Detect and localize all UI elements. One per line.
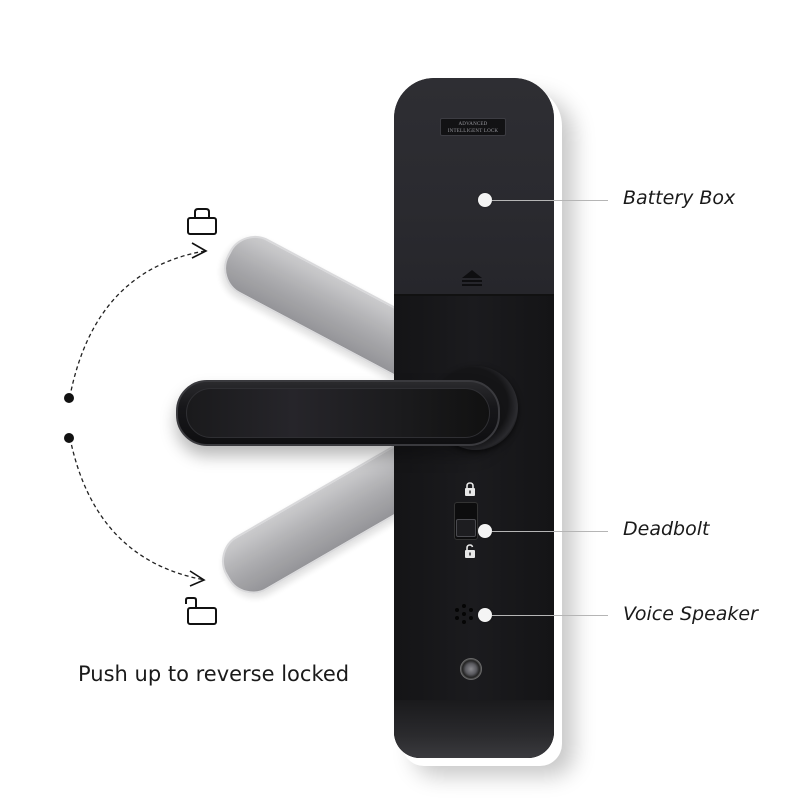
callout-dot-speaker bbox=[478, 608, 492, 622]
brand-plate: ADVANCED INTELLIGENT LOCK bbox=[440, 118, 506, 136]
lock-open-icon bbox=[185, 597, 217, 625]
battery-cover[interactable]: ADVANCED INTELLIGENT LOCK bbox=[394, 78, 554, 296]
callout-dot-battery bbox=[478, 193, 492, 207]
speaker-grille-icon bbox=[455, 604, 473, 624]
reset-button-icon[interactable] bbox=[460, 658, 482, 680]
deadbolt-thumb[interactable] bbox=[456, 519, 476, 537]
rotation-caption: Push up to reverse locked bbox=[78, 662, 350, 686]
arrow-up-icon bbox=[191, 242, 208, 259]
arrow-down-icon bbox=[189, 570, 206, 587]
callout-line-speaker bbox=[492, 615, 608, 616]
brand-line-2: INTELLIGENT LOCK bbox=[447, 129, 499, 134]
deadbolt-switch[interactable] bbox=[454, 502, 478, 540]
callout-label-voice-speaker: Voice Speaker bbox=[623, 603, 758, 625]
callout-label-deadbolt: Deadbolt bbox=[623, 518, 710, 540]
callout-line-deadbolt bbox=[492, 531, 608, 532]
lock-closed-icon bbox=[187, 208, 217, 235]
eject-icon bbox=[462, 270, 482, 286]
panel-bottom bbox=[394, 700, 554, 758]
padlock-locked-icon bbox=[465, 482, 475, 496]
padlock-unlocked-icon bbox=[465, 544, 475, 558]
handle-face bbox=[186, 388, 490, 438]
callout-label-battery-box: Battery Box bbox=[623, 187, 736, 209]
callout-line-battery bbox=[492, 200, 608, 201]
brand-line-1: ADVANCED bbox=[458, 122, 488, 127]
callout-dot-deadbolt bbox=[478, 524, 492, 538]
door-handle[interactable] bbox=[176, 380, 500, 446]
